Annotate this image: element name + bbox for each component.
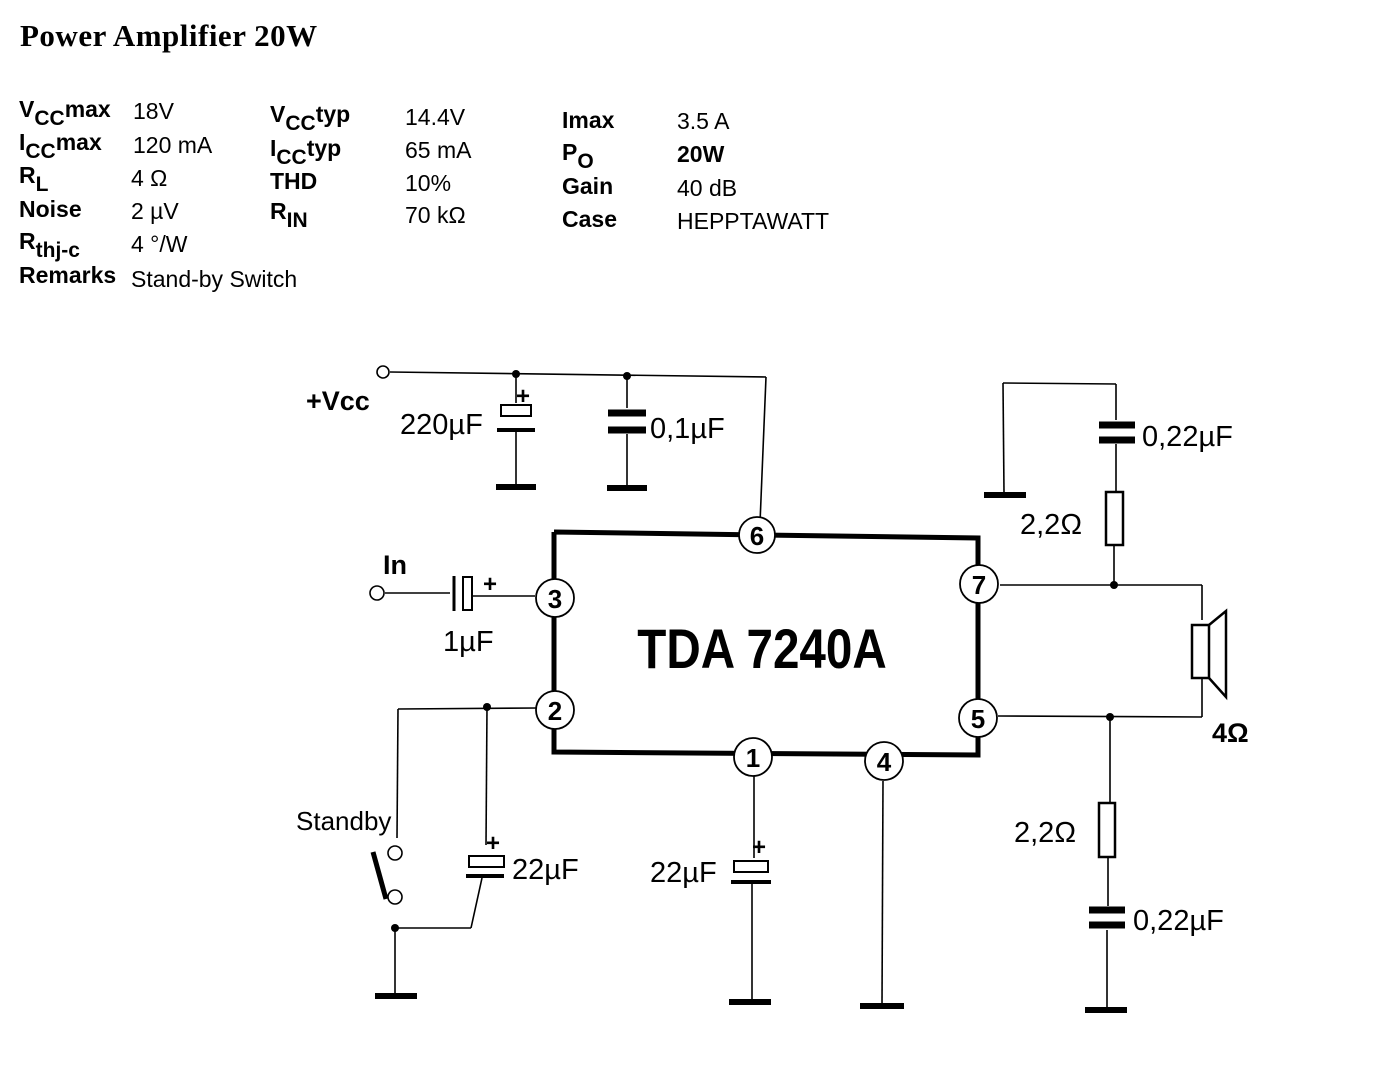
pin-4-label: 4 xyxy=(877,747,892,777)
standby-network xyxy=(370,706,538,999)
spec-label-po: PO xyxy=(562,139,594,173)
spec-label-icc-max: ICCmax xyxy=(19,129,102,163)
standby-contact-top xyxy=(387,845,403,861)
page-title: Power Amplifier 20W xyxy=(20,18,318,53)
spec-value-rl: 4 Ω xyxy=(131,165,168,191)
standby-contact-bottom xyxy=(387,889,403,905)
label-standby-22uf: 22µF xyxy=(512,854,579,886)
junction-dot xyxy=(483,703,491,711)
zobel-bottom xyxy=(997,678,1203,1013)
pin4-ground xyxy=(860,780,904,1009)
spec-value-gain: 40 dB xyxy=(677,175,738,201)
spec-label-case: Case xyxy=(562,206,617,232)
spec-value-rin: 70 kΩ xyxy=(405,202,466,228)
zobel-top xyxy=(984,382,1203,620)
pin-6-circle xyxy=(738,516,776,554)
label-220uf: 220µF xyxy=(400,409,483,441)
junction-dot xyxy=(623,372,631,380)
speaker-label: 4Ω xyxy=(1212,718,1249,748)
pin-7-circle xyxy=(959,564,999,604)
spec-value-po: 20W xyxy=(677,141,725,167)
input-label: In xyxy=(383,550,407,580)
input-terminal xyxy=(369,585,385,601)
spec-label-rin: RIN xyxy=(270,198,308,232)
capacitor-220uf xyxy=(496,374,536,490)
spec-label-icc-typ: ICCtyp xyxy=(270,135,342,169)
standby-label: Standby xyxy=(296,806,391,836)
junction-dot xyxy=(1110,581,1118,589)
vcc-terminal xyxy=(376,365,390,379)
spec-value-thd: 10% xyxy=(405,170,452,196)
plus-marker: + xyxy=(486,830,500,857)
speaker-icon xyxy=(1190,608,1228,701)
label-zobel-bot-res: 2,2Ω xyxy=(1014,817,1076,849)
spec-value-imax: 3.5 A xyxy=(677,108,730,134)
plus-marker: + xyxy=(483,571,497,598)
spec-value-vcc-typ: 14.4V xyxy=(405,104,466,130)
pin-4-circle xyxy=(864,741,904,781)
pin-3-circle xyxy=(535,578,575,618)
junction-dot xyxy=(1106,713,1114,721)
spec-label-remarks: Remarks xyxy=(19,262,117,288)
vcc-rail xyxy=(389,371,767,524)
pin-2-circle xyxy=(535,690,575,730)
junction-dot xyxy=(391,924,399,932)
label-zobel-top-cap: 0,22µF xyxy=(1142,421,1233,453)
pin-5-circle xyxy=(958,698,998,738)
spec-label-rl: RL xyxy=(19,162,49,196)
ic-body xyxy=(551,529,981,758)
ic-name: TDA 7240A xyxy=(637,618,886,680)
label-pin1-22uf: 22µF xyxy=(650,857,717,889)
capacitor-0-1uf xyxy=(607,376,647,491)
spec-value-icc-typ: 65 mA xyxy=(405,137,472,163)
spec-value-noise: 2 µV xyxy=(131,198,179,224)
spec-value-case: HEPPTAWATT xyxy=(677,208,830,234)
pin-6-label: 6 xyxy=(750,521,764,551)
spec-label-vcc-typ: VCCtyp xyxy=(270,101,351,135)
pin-2-label: 2 xyxy=(548,696,562,726)
label-zobel-top-res: 2,2Ω xyxy=(1020,509,1082,541)
label-0-1uf: 0,1µF xyxy=(650,413,725,445)
spec-label-gain: Gain xyxy=(562,173,614,199)
label-1uf: 1µF xyxy=(443,626,494,658)
spec-value-rthj: 4 °/W xyxy=(131,231,188,257)
spec-label-vcc-max: VCCmax xyxy=(19,96,111,130)
spec-value-remarks: Stand-by Switch xyxy=(131,266,298,292)
pin-1-circle xyxy=(733,737,773,777)
spec-value-icc-max: 120 mA xyxy=(133,132,213,158)
pin-7-label: 7 xyxy=(972,570,986,600)
plus-marker: + xyxy=(752,834,766,861)
spec-label-rthj: Rthj-c xyxy=(19,228,80,262)
junction-dot xyxy=(512,370,520,378)
spec-label-imax: Imax xyxy=(562,107,615,133)
input-coupling xyxy=(385,576,535,611)
plus-marker: + xyxy=(516,383,530,410)
spec-value-vcc-max: 18V xyxy=(133,98,174,124)
capacitor-pin1-22uf xyxy=(729,776,771,1005)
pin-3-label: 3 xyxy=(548,584,562,614)
label-zobel-bot-cap: 0,22µF xyxy=(1133,905,1224,937)
spec-label-thd: THD xyxy=(270,168,318,194)
spec-label-noise: Noise xyxy=(19,196,82,222)
pin-1-label: 1 xyxy=(746,743,760,773)
vcc-label: +Vcc xyxy=(306,386,370,416)
pin-5-label: 5 xyxy=(971,704,985,734)
